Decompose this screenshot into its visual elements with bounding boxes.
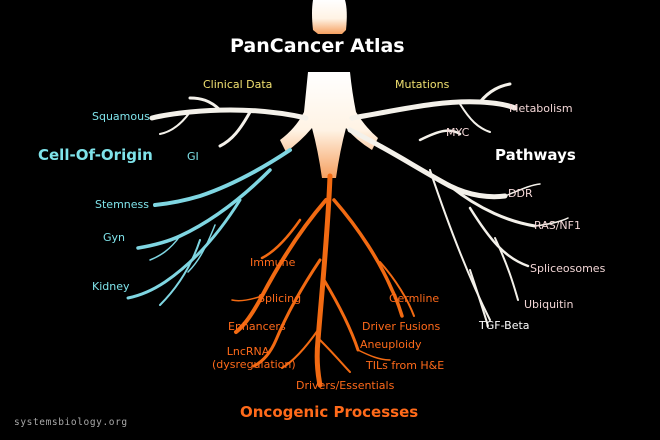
label-clinical-data: Clinical Data <box>203 78 273 91</box>
label-ddr: DDR <box>508 187 533 200</box>
label-aneuploidy: Aneuploidy <box>360 338 422 351</box>
label-enhancers: Enhancers <box>228 320 286 333</box>
label-metabolism: Metabolism <box>509 102 573 115</box>
label-ubiquitin: Ubiquitin <box>524 298 574 311</box>
label-tgf-beta: TGF-Beta <box>479 319 530 332</box>
trunk <box>280 0 378 178</box>
label-lncrna-main: LncRNA <box>226 345 270 358</box>
label-kidney: Kidney <box>92 280 130 293</box>
cell-of-origin-roots <box>126 148 292 306</box>
page-title: PanCancer Atlas <box>230 35 405 57</box>
label-splicing: Splicing <box>258 292 302 305</box>
group-cell-of-origin: Cell-Of-Origin <box>38 146 153 164</box>
label-gi: GI <box>187 150 199 163</box>
oncogenic-roots <box>231 173 415 388</box>
label-gyn: Gyn <box>103 231 126 244</box>
label-ras-nf1: RAS/NF1 <box>534 219 581 232</box>
label-driver-fusions: Driver Fusions <box>362 320 441 333</box>
label-drivers-essentials: Drivers/Essentials <box>296 379 395 392</box>
group-oncogenic-processes: Oncogenic Processes <box>240 403 419 421</box>
label-spliceosomes: Spliceosomes <box>530 262 606 275</box>
credit-text: systemsbiology.org <box>14 417 128 428</box>
label-stemness: Stemness <box>95 198 149 211</box>
label-lncrna-sub: (dysregulation) <box>212 357 296 371</box>
clinical-roots <box>149 96 309 148</box>
label-germline: Germline <box>389 292 440 305</box>
label-lncrna: LncRNA (dysregulation) <box>212 345 296 371</box>
label-tils: TILs from H&E <box>366 359 445 372</box>
pathway-roots <box>347 82 569 327</box>
label-immune: Immune <box>250 256 296 269</box>
label-squamous: Squamous <box>92 110 150 123</box>
label-myc: MYC <box>446 126 470 139</box>
label-mutations: Mutations <box>395 78 450 91</box>
group-pathways: Pathways <box>495 146 576 164</box>
